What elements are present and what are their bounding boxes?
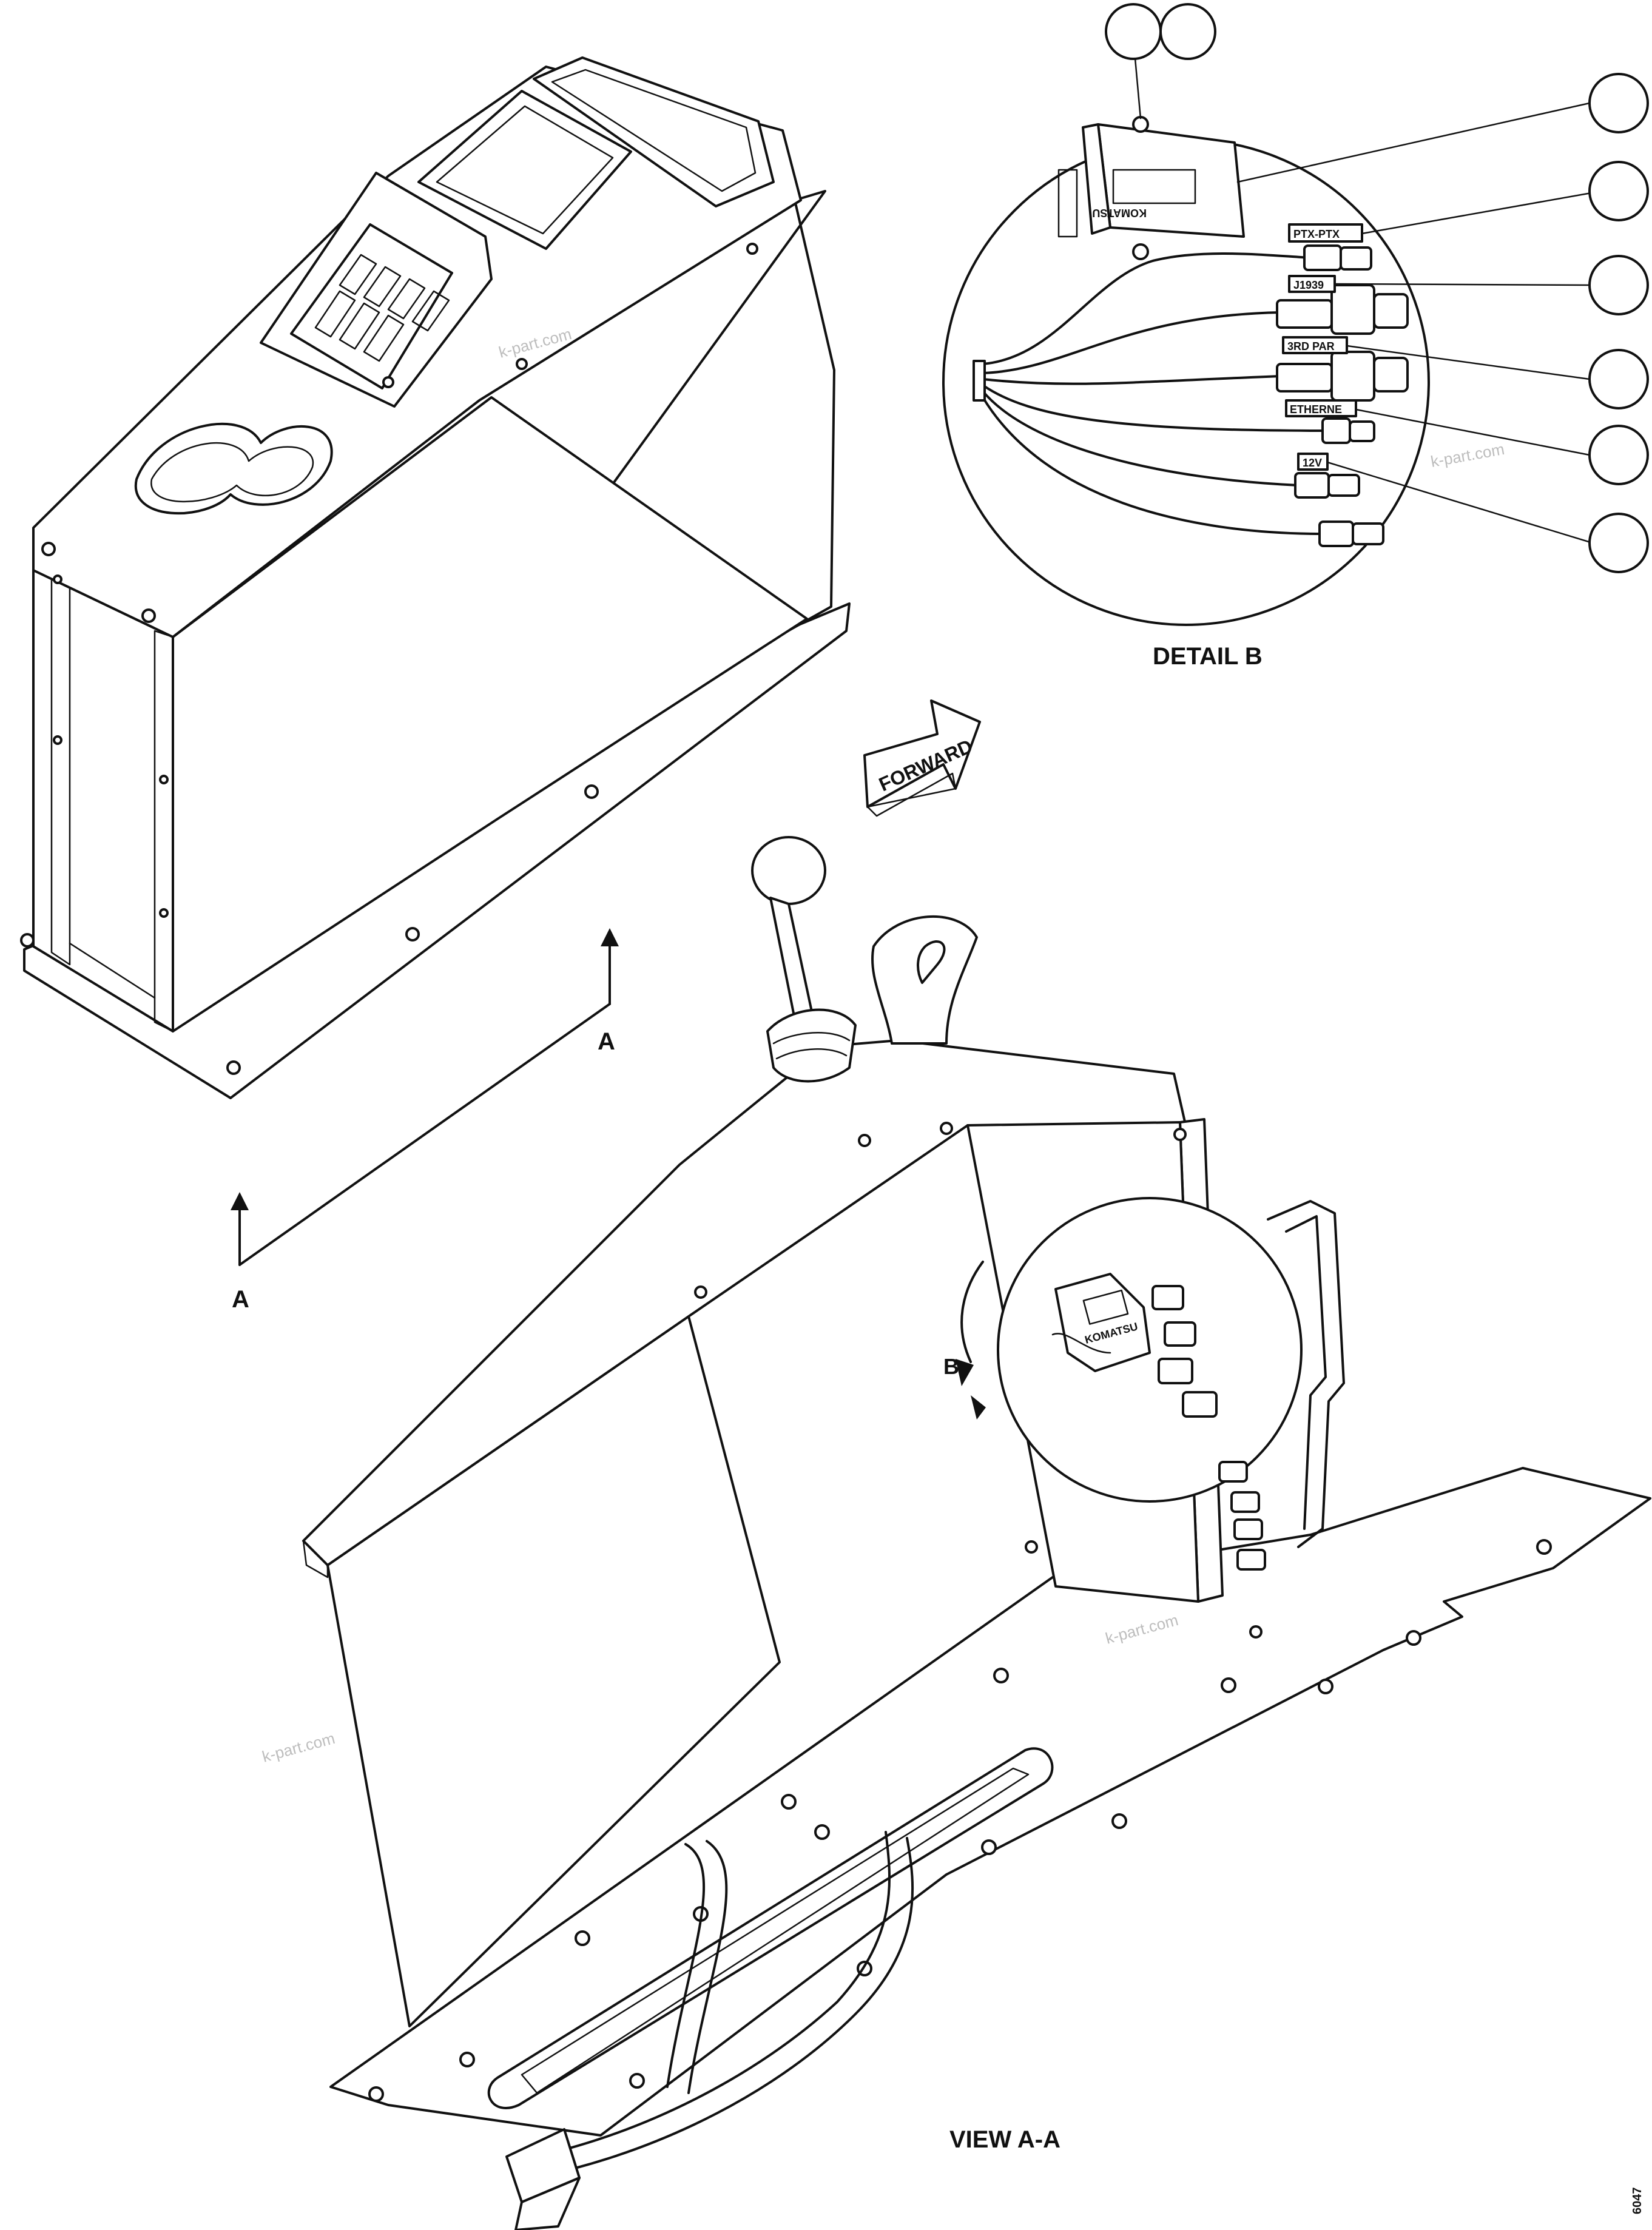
callout-bubble	[1588, 513, 1649, 573]
connector-tags: PTX-PTX J1939 3RD PAR ETHERNE 12V	[1282, 223, 1363, 471]
module-brand: KOMATSU	[1092, 207, 1147, 219]
callout-bubble	[1588, 349, 1649, 409]
detail-b: KOMATSU	[942, 3, 1649, 670]
console-assembly	[20, 56, 851, 1099]
tag-ethernet: ETHERNE	[1290, 403, 1342, 416]
tag-12v: 12V	[1303, 457, 1322, 469]
view-a-a: KOMATSU B VIEW A-A	[302, 836, 1651, 2230]
callout-bubble	[1159, 3, 1216, 60]
console-bolts	[20, 243, 758, 1075]
tag-ptx: PTX-PTX	[1293, 228, 1340, 240]
figure-code: 6047	[1631, 2188, 1644, 2215]
callout-bubble	[1588, 73, 1649, 133]
callout-bubbles	[1105, 3, 1649, 573]
callout-leaders	[1133, 50, 1603, 544]
section-mark-right: A	[598, 1028, 615, 1055]
tag-3rd-par: 3RD PAR	[1287, 340, 1335, 352]
callout-bubble	[1588, 161, 1649, 221]
callout-bubble	[1105, 3, 1162, 60]
detail-mark-b: B	[943, 1354, 959, 1379]
vent-grille	[314, 254, 450, 362]
floor-fasteners	[368, 1122, 1552, 2102]
detail-b-title: DETAIL B	[1153, 643, 1263, 670]
wire-harness	[973, 252, 1330, 535]
callout-bubble	[1588, 425, 1649, 485]
detail-b-indicator: KOMATSU B	[943, 1197, 1303, 1571]
watermark-text: k-part.com	[260, 1729, 337, 1766]
section-mark-left: A	[232, 1286, 249, 1313]
forward-arrow: FORWARD	[863, 699, 981, 817]
watermark-text: k-part.com	[1429, 440, 1506, 471]
view-a-a-title: VIEW A-A	[949, 2126, 1060, 2153]
tag-j1939: J1939	[1293, 279, 1324, 291]
section-cut-line: A A	[231, 928, 619, 1313]
control-module: KOMATSU	[1057, 116, 1245, 260]
callout-bubble	[1588, 255, 1649, 315]
harness-connectors	[1276, 244, 1409, 547]
shift-lever	[751, 836, 857, 1083]
